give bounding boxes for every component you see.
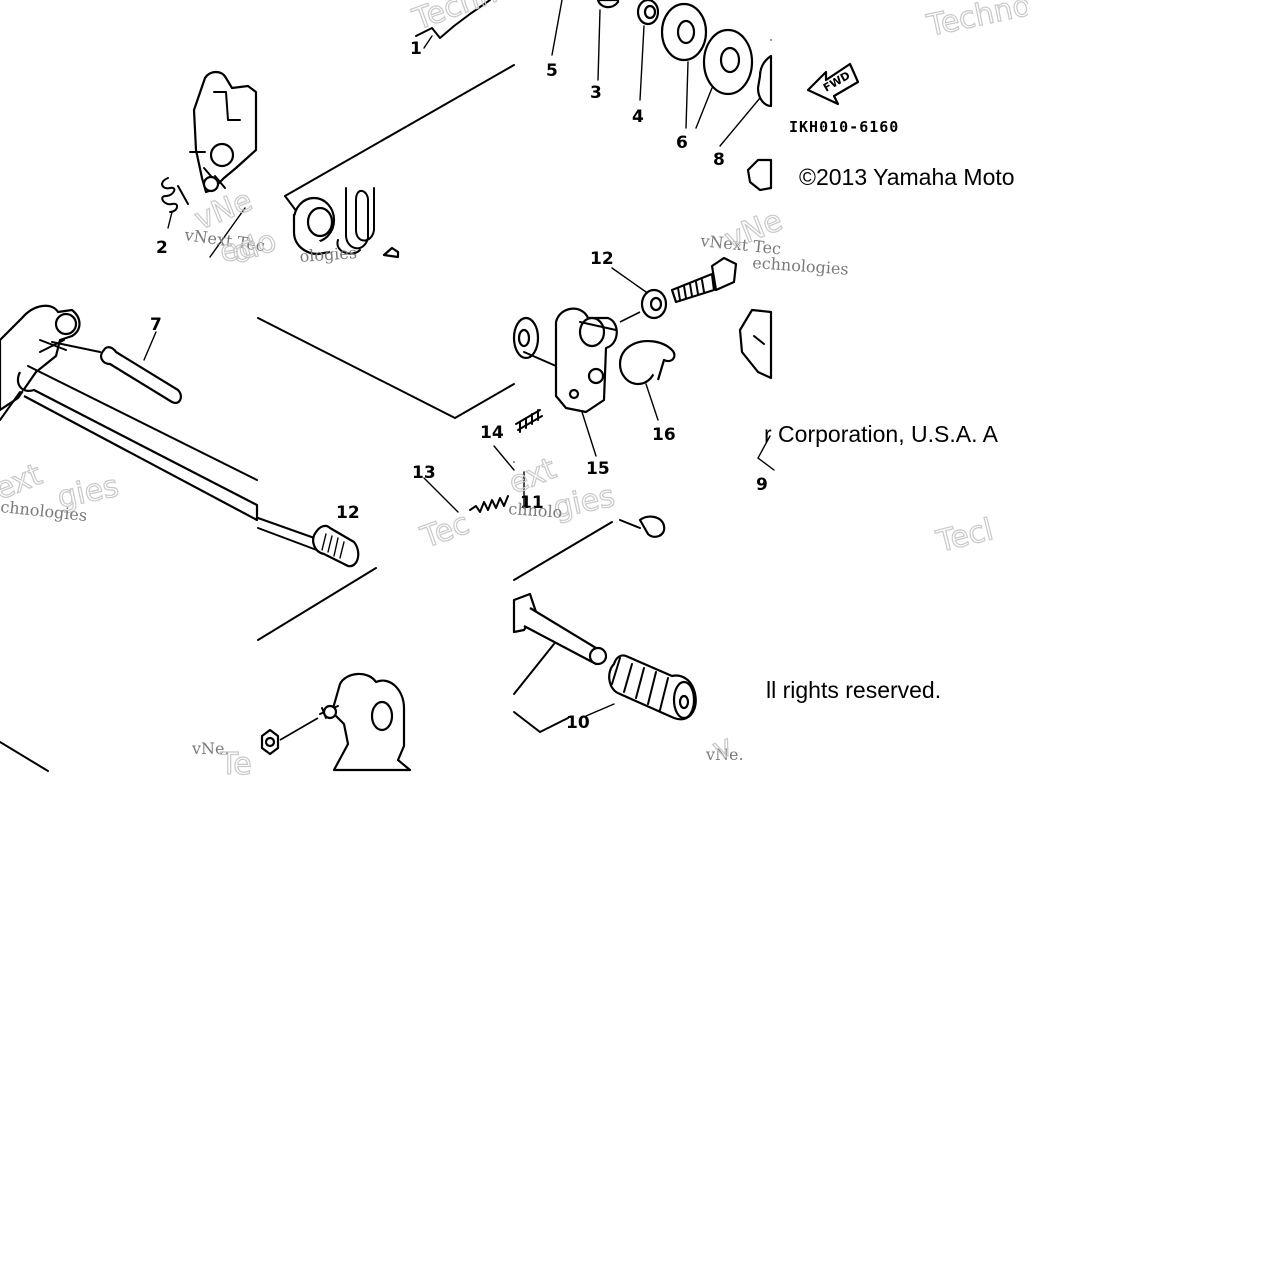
part-number-1: 1 <box>410 39 422 59</box>
watermark-ologies: ologies <box>299 243 358 266</box>
watermark-technologies-partial: ec <box>217 229 257 270</box>
watermark-ologies-2: echnologies <box>752 253 850 279</box>
spring-part-2 <box>161 177 178 213</box>
tile-r1-c0: 7 ext gies chnologies <box>0 304 259 525</box>
pin-part-7 <box>100 346 182 404</box>
tile-r1-c1: 13 14 Tec <box>257 317 515 556</box>
hairpin-clip <box>345 187 375 250</box>
spring-part-13 <box>469 495 509 513</box>
tile-r0-c2: 5 3 4 6 8 <box>546 0 773 192</box>
watermark-techno-2: Techno <box>923 0 1034 44</box>
watermark-vne-3: vNe. <box>705 745 744 764</box>
part-number-4: 4 <box>632 107 644 127</box>
tile-r2-c0: vNe. <box>0 739 230 772</box>
copyright-line-2: r Corporation, U.S.A. A <box>764 421 999 447</box>
copyright-line-1: ©2013 Yamaha Moto <box>799 164 1015 190</box>
watermark-hnologies-2: chnolo <box>508 499 563 522</box>
tile-r2-c2: 10 vNe. v <box>512 515 744 768</box>
fwd-arrow-icon: FWD <box>806 62 860 106</box>
watermark-tec-bottom: Te <box>219 747 252 782</box>
watermark-vne-dot: vNe. <box>191 739 230 758</box>
part-number-15: 15 <box>586 459 610 479</box>
pivot-pin <box>209 142 235 168</box>
foot-peg-part-10 <box>608 654 697 721</box>
watermark-tecl: Tecl <box>932 512 996 560</box>
part-number-12-top: 12 <box>590 249 614 269</box>
watermark-techno: Techno <box>408 0 519 38</box>
part-number-11: 11 <box>520 493 544 513</box>
tile-r1-c2: 12 15 16 11 ext gies chnolo <box>503 202 850 526</box>
part-number-13: 13 <box>412 463 436 483</box>
tile-r2-c1: 12 Te <box>218 503 412 783</box>
part-number-9: 9 <box>756 475 768 495</box>
part-number-5: 5 <box>546 61 558 81</box>
tile-r1-c3: r Corporation, U.S.A. A 9 <box>756 257 1285 514</box>
tile-r0-c1: 1 Techno ologies olo <box>226 0 520 272</box>
part-number-16: 16 <box>652 425 676 445</box>
tile-r2-c3: ll rights reserved. Tecl <box>766 512 1285 771</box>
part-number-7: 7 <box>150 315 162 335</box>
part-number-6: 6 <box>676 133 688 153</box>
copyright-line-3: ll rights reserved. <box>766 677 941 703</box>
part-number-12-bottom: 12 <box>336 503 360 523</box>
part-number-10: 10 <box>566 713 590 733</box>
part-number-8: 8 <box>713 150 725 170</box>
tile-r0-c3: FWD IKH010-6160 ©2013 Yamaha Moto Techno <box>789 0 1285 257</box>
part-number-3: 3 <box>590 83 602 103</box>
diagram-code: IKH010-6160 <box>789 118 899 136</box>
part-number-14: 14 <box>480 423 504 443</box>
watermark-tec: Tec <box>416 506 474 556</box>
part-number-2: 2 <box>156 238 168 258</box>
